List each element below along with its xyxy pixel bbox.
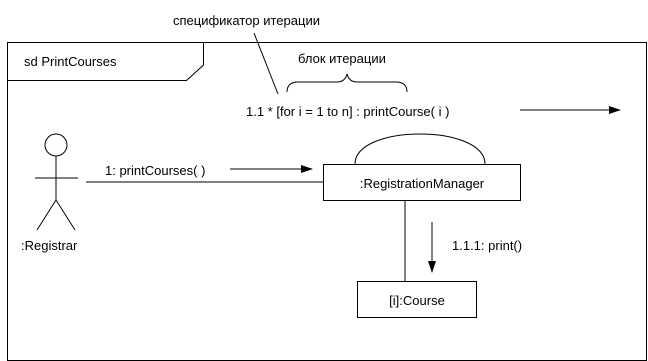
actor-head xyxy=(44,133,68,157)
print-message: 1.1.1: print() xyxy=(452,238,522,253)
iteration-specifier-label: спецификатор итерации xyxy=(173,13,320,28)
actor-label: :Registrar xyxy=(21,238,78,253)
registrar-actor xyxy=(35,133,78,231)
actor-left-leg xyxy=(36,199,57,231)
iteration-block-brace xyxy=(286,73,408,93)
iteration-block-label: блок итерации xyxy=(298,51,386,66)
registration-manager-label: :RegistrationManager xyxy=(360,176,485,191)
print-courses-message: 1: printCourses( ) xyxy=(105,163,205,178)
frame-title: sd PrintCourses xyxy=(24,54,117,69)
iteration-specifier-pointer xyxy=(253,32,279,95)
frame-title-tab xyxy=(7,42,204,81)
registration-manager-box xyxy=(323,164,521,201)
actor-right-leg xyxy=(55,199,76,231)
iteration-message: 1.1 * [for i = 1 to n] : printCourse( i … xyxy=(246,104,449,119)
frame xyxy=(7,42,647,361)
course-label: [i]:Course xyxy=(389,293,445,308)
manager-self-link xyxy=(354,133,486,165)
course-box xyxy=(357,281,477,318)
